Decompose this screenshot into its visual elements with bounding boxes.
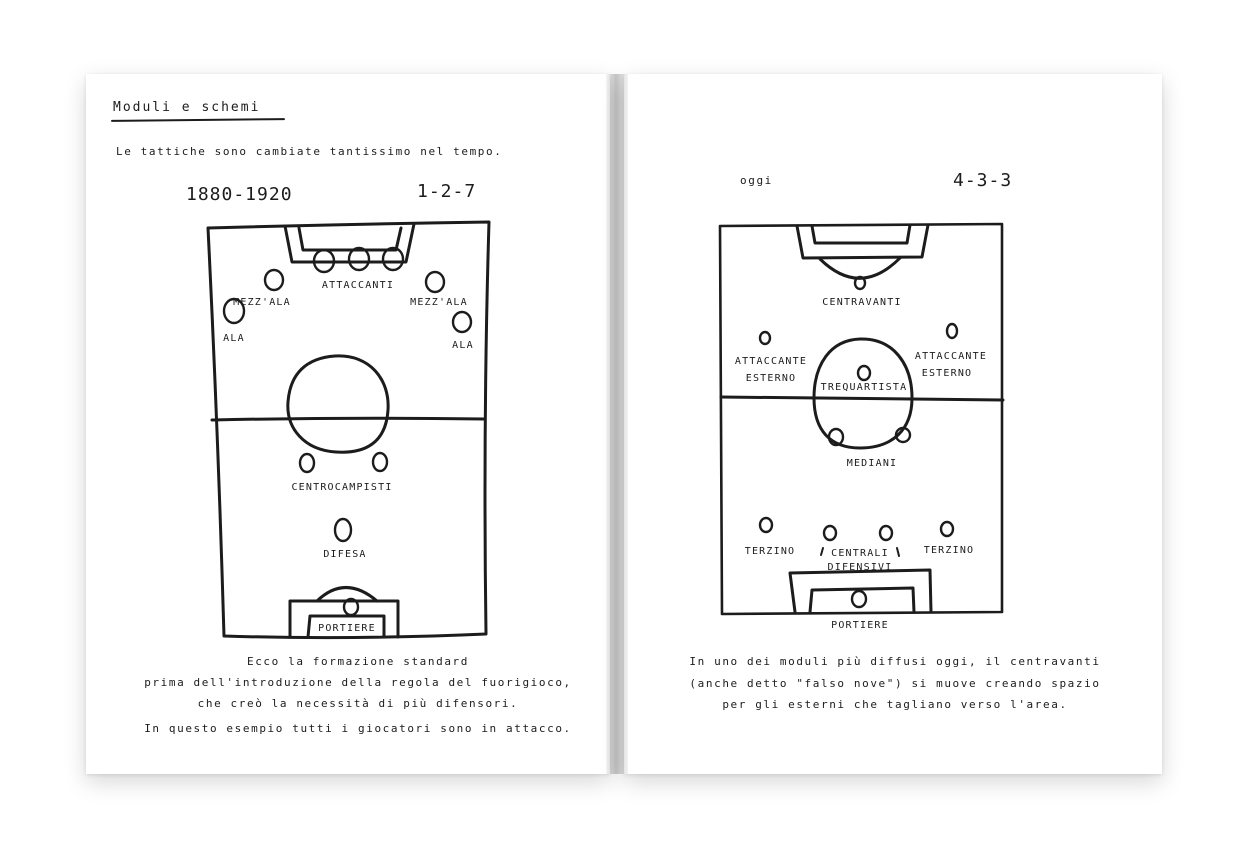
player-terzino-right — [939, 520, 955, 538]
label-attaccante-left-2: ESTERNO — [746, 373, 797, 384]
player-attaccante-esterno-right — [945, 322, 959, 340]
player-portiere — [342, 597, 360, 617]
bottom-penalty-area-right — [788, 568, 933, 614]
bottom-penalty-arc — [315, 586, 379, 603]
label-terzino-right: TERZINO — [924, 545, 975, 556]
arrow-right-centrali — [896, 547, 900, 557]
player-attaccante-1 — [312, 248, 336, 274]
player-terzino-left — [758, 516, 774, 534]
bottom-goal-area — [306, 614, 386, 639]
top-goal-area-right — [810, 223, 912, 245]
player-attaccante-3 — [381, 246, 405, 272]
label-attaccante-left-1: ATTACCANTE — [735, 356, 807, 367]
caption-line-4: In questo esempio tutti i giocatori sono… — [144, 722, 572, 735]
intro-text: Le tattiche sono cambiate tantissimo nel… — [116, 145, 503, 158]
left-page — [86, 74, 610, 774]
period-label-right: oggi — [740, 174, 773, 187]
center-circle-right — [812, 337, 914, 450]
label-difesa: DIFESA — [323, 549, 366, 560]
label-trequartista: TREQUARTISTA — [821, 382, 908, 393]
book-gutter — [606, 74, 628, 774]
player-portiere-right — [850, 589, 868, 609]
caption-line-3: che creò la necessità di più difensori. — [197, 697, 519, 710]
caption-line-1: Ecco la formazione standard — [246, 655, 470, 668]
player-attaccante-2 — [347, 246, 371, 272]
label-attaccanti: ATTACCANTI — [322, 280, 394, 291]
top-penalty-arc-right — [818, 256, 902, 280]
player-difesa — [333, 517, 353, 543]
label-mezzala-right: MEZZ'ALA — [410, 297, 468, 308]
bottom-penalty-area — [288, 599, 400, 639]
arrow-left-centrali — [820, 547, 824, 556]
player-mezzala-right — [424, 270, 446, 294]
label-centravanti: CENTRAVANTI — [822, 297, 901, 308]
center-circle — [286, 354, 390, 454]
formation-label: 1-2-7 — [417, 181, 477, 202]
label-mediani: MEDIANI — [847, 458, 898, 469]
player-mediano-right — [894, 426, 912, 444]
player-centrale-left — [822, 524, 838, 542]
player-trequartista — [856, 364, 872, 382]
label-centrali-1: CENTRALI — [831, 548, 889, 559]
section-heading: Moduli e schemi — [113, 100, 261, 115]
player-ala-left — [222, 297, 246, 325]
right-caption-line-1: In uno dei moduli più diffusi oggi, il c… — [689, 655, 1101, 668]
right-page — [624, 74, 1162, 774]
label-attaccante-right-2: ESTERNO — [922, 368, 973, 379]
label-portiere-left: PORTIERE — [318, 623, 376, 634]
pitch-outline — [206, 220, 491, 640]
right-caption-line-2: (anche detto "falso nove") si muove crea… — [689, 677, 1101, 690]
player-ala-right — [451, 310, 473, 334]
caption-line-2: prima dell'introduzione della regola del… — [144, 676, 572, 689]
player-mediano-left — [827, 427, 845, 447]
label-ala-right: ALA — [452, 340, 474, 351]
formation-label-right: 4-3-3 — [953, 170, 1013, 191]
pitch-outline-right — [718, 222, 1004, 616]
label-terzino-left: TERZINO — [745, 546, 796, 557]
top-goal-area — [297, 226, 403, 252]
label-centrocampisti: CENTROCAMPISTI — [291, 482, 392, 493]
label-portiere-right: PORTIERE — [831, 620, 889, 631]
player-centrocampista-right — [371, 451, 389, 473]
bottom-goal-area-right — [808, 586, 916, 614]
player-mezzala-left — [263, 268, 285, 292]
label-attaccante-right-1: ATTACCANTE — [915, 351, 987, 362]
right-caption-line-3: per gli esterni che tagliano verso l'are… — [722, 698, 1068, 711]
label-ala-left: ALA — [223, 333, 245, 344]
player-attaccante-esterno-left — [758, 330, 772, 346]
top-penalty-area-right — [795, 223, 930, 260]
player-centravanti — [853, 275, 867, 291]
label-mezzala-left: MEZZ'ALA — [233, 297, 291, 308]
halfway-line-right — [719, 395, 1005, 402]
halfway-line — [210, 416, 486, 422]
label-centrali-2: DIFENSIVI — [828, 562, 893, 573]
period-label: 1880-1920 — [186, 184, 293, 205]
player-centrocampista-left — [298, 452, 316, 474]
player-centrale-right — [878, 524, 894, 542]
